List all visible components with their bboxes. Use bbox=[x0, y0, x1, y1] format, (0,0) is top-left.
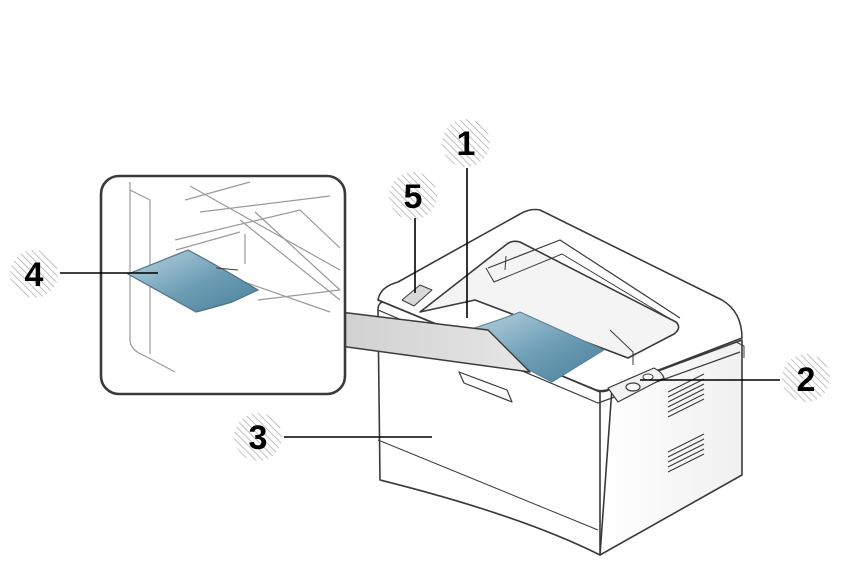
hatched-badge-icon bbox=[442, 119, 490, 167]
printer-front-face bbox=[377, 300, 601, 556]
hatched-badge-icon bbox=[389, 172, 437, 220]
power-button bbox=[625, 382, 641, 392]
callout-number-4: 4 bbox=[25, 256, 44, 294]
printer-illustration bbox=[377, 208, 745, 556]
leader-lines bbox=[60, 168, 780, 438]
inset-paper bbox=[126, 249, 260, 313]
wps-button bbox=[642, 373, 654, 381]
printer-right-side bbox=[599, 339, 743, 556]
top-cover-button bbox=[401, 284, 433, 307]
inset-zoom-view bbox=[99, 174, 347, 396]
callout-number-1: 1 bbox=[457, 125, 476, 163]
output-tray-recess bbox=[419, 240, 680, 359]
vent-grille-icon bbox=[667, 373, 705, 473]
callout-number-5: 5 bbox=[404, 178, 423, 216]
paper-stopper bbox=[458, 371, 513, 403]
callout-2: 2 bbox=[782, 354, 830, 402]
hatched-badge-icon bbox=[234, 413, 282, 461]
callout-number-2: 2 bbox=[797, 361, 816, 399]
hatched-badge-icon bbox=[782, 354, 830, 402]
callout-3: 3 bbox=[234, 413, 282, 461]
callout-1: 1 bbox=[442, 119, 490, 167]
callout-4: 4 bbox=[10, 250, 58, 298]
callout-5: 5 bbox=[389, 172, 437, 220]
callout-number-3: 3 bbox=[249, 419, 268, 457]
hatched-badge-icon bbox=[10, 250, 58, 298]
